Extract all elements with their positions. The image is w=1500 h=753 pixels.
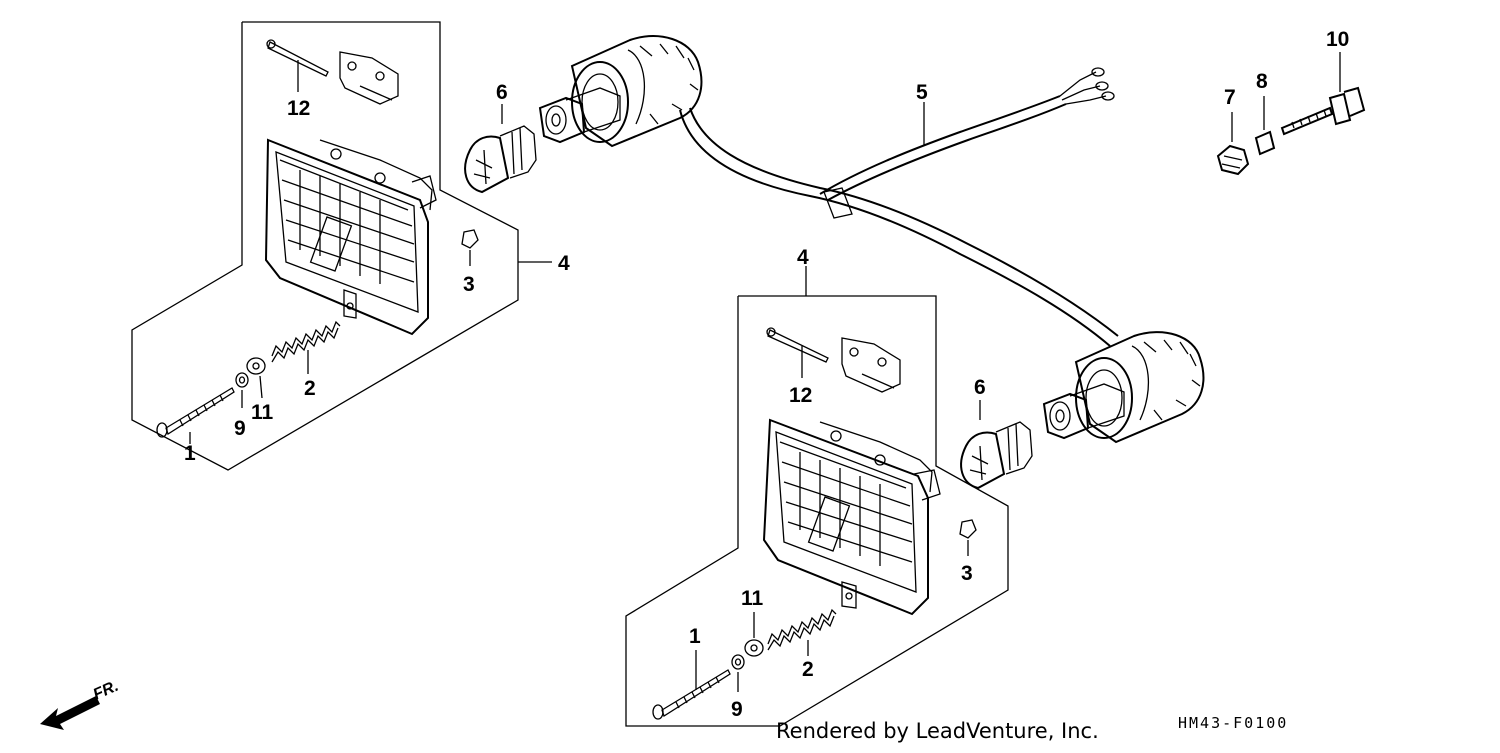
- nut-3-right: [959, 519, 977, 539]
- callout-6-left: 6: [496, 81, 508, 104]
- front-direction-arrow: FR.: [40, 678, 121, 730]
- left-headlight-assembly: 12 6 4 3 2 11 9 1: [131, 21, 570, 471]
- callout-5: 5: [916, 81, 928, 104]
- headlight-unit-right: [762, 418, 941, 616]
- callout-11-right: 11: [741, 587, 764, 610]
- collar-8: [1254, 96, 1276, 156]
- callout-3-left: 3: [463, 273, 475, 296]
- callout-7: 7: [1224, 86, 1236, 109]
- socket-left: [538, 87, 621, 144]
- render-credit: Rendered by LeadVenture, Inc.: [776, 719, 1099, 743]
- callout-4-right: 4: [797, 246, 809, 269]
- callout-8: 8: [1256, 70, 1268, 93]
- right-assembly-frame: [625, 295, 1009, 727]
- callout-6-right: 6: [974, 376, 986, 399]
- bracket-right: [841, 337, 901, 393]
- nut-3-left: [461, 229, 479, 249]
- callout-9-right: 9: [731, 698, 743, 721]
- left-assembly-frame: [131, 21, 519, 471]
- callout-2-right: 2: [802, 658, 814, 681]
- callout-12-left: 12: [287, 97, 310, 120]
- spring-2-right: [767, 608, 837, 656]
- nut-9-left: [235, 372, 249, 408]
- callout-11-left: 11: [251, 401, 274, 424]
- callout-3-right: 3: [961, 562, 973, 585]
- washer-11-right: [744, 612, 764, 657]
- bulb-6-left: [464, 104, 537, 194]
- bulb-6-right: [960, 400, 1033, 490]
- diagram-code: HM43-F0100: [1178, 714, 1288, 732]
- wire-harness-5: 5: [679, 67, 1119, 347]
- socket-right: [1042, 383, 1125, 440]
- rubber-boot-right: [1074, 331, 1205, 444]
- screw-1-left: [156, 387, 235, 444]
- cotter-pin-12-left: [266, 39, 329, 92]
- washer-11-left: [246, 357, 266, 399]
- callout-10: 10: [1326, 28, 1349, 51]
- hardware-top-right: 10 7 8: [1216, 28, 1366, 176]
- callout-12-right: 12: [789, 384, 812, 407]
- bracket-left: [339, 51, 399, 105]
- callout-1-left: 1: [184, 442, 196, 465]
- bolt-10: [1280, 52, 1366, 136]
- screw-1-right: [652, 650, 731, 720]
- front-arrow-label: FR.: [91, 678, 121, 704]
- headlight-unit-left: [264, 138, 437, 336]
- callout-4-left: 4: [558, 252, 570, 275]
- right-headlight-assembly: 4 12 6 3 11 1 2 9: [625, 246, 1009, 727]
- cotter-pin-12-right: [766, 327, 829, 378]
- nut-7: [1216, 112, 1250, 176]
- callout-1-right: 1: [689, 625, 701, 648]
- callout-9-left: 9: [234, 417, 246, 440]
- spring-2-left: [271, 320, 341, 374]
- callout-2-left: 2: [304, 377, 316, 400]
- nut-9-right: [731, 654, 745, 692]
- rubber-boot-left: [570, 35, 703, 148]
